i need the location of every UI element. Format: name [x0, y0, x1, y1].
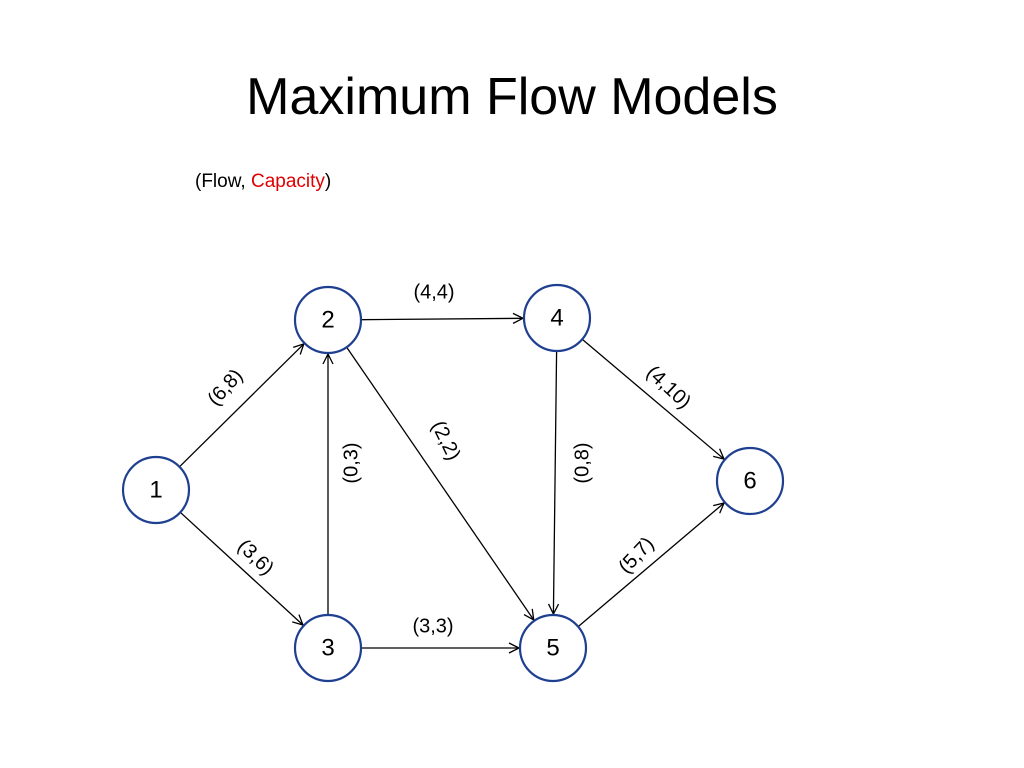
node-circle-3 [293, 613, 363, 683]
edge-1-3 [179, 511, 303, 625]
legend: (Flow, Capacity) [195, 171, 331, 193]
node-label-5: 5 [546, 634, 559, 661]
edge-1-2 [179, 344, 303, 468]
slide-title: Maximum Flow Models [246, 68, 778, 126]
node-label-3: 3 [321, 634, 334, 661]
edge-label-3-2: (0,3) [340, 442, 362, 483]
node-circle-4 [522, 283, 592, 353]
node-1: 1 [121, 455, 191, 525]
node-label-4: 4 [550, 304, 563, 331]
legend-separator: , [240, 171, 251, 192]
edge-label-4-6: (4,10) [642, 362, 695, 414]
edge-label-1-3: (3,6) [233, 535, 278, 579]
edge-label-3-5: (3,3) [412, 615, 453, 637]
node-circle-1 [121, 455, 191, 525]
node-circle-5 [518, 613, 588, 683]
edge-label-1-2: (6,8) [204, 365, 248, 410]
edge-2-4 [360, 318, 523, 319]
edges-layer [179, 318, 724, 648]
edge-5-6 [577, 503, 724, 628]
edge-label-4-5: (0,8) [571, 442, 593, 483]
legend-capacity: Capacity [250, 171, 325, 192]
node-label-6: 6 [743, 467, 756, 494]
node-circle-2 [293, 285, 363, 355]
legend-flow: Flow [201, 171, 241, 192]
nodes-layer: 1 2 3 4 5 6 [121, 283, 785, 683]
node-circle-6 [715, 446, 785, 516]
edge-labels-layer: (6,8) (3,6) (0,3) (4,4) (2,2) (3,3) (0,8) (4,10… [204, 281, 696, 637]
edge-label-2-5: (2,2) [427, 417, 465, 464]
node-6: 6 [715, 446, 785, 516]
node-label-2: 2 [321, 306, 334, 333]
legend-close-paren: ) [324, 171, 332, 192]
node-5: 5 [518, 613, 588, 683]
edge-2-5 [346, 346, 534, 620]
edge-4-6 [581, 338, 724, 459]
legend-open-paren: ( [195, 171, 202, 192]
node-4: 4 [522, 283, 592, 353]
edge-label-5-6: (5,7) [614, 533, 658, 578]
node-3: 3 [293, 613, 363, 683]
edge-label-2-4: (4,4) [413, 281, 454, 303]
node-2: 2 [293, 285, 363, 355]
edge-4-5 [553, 350, 556, 614]
node-label-1: 1 [149, 476, 162, 503]
